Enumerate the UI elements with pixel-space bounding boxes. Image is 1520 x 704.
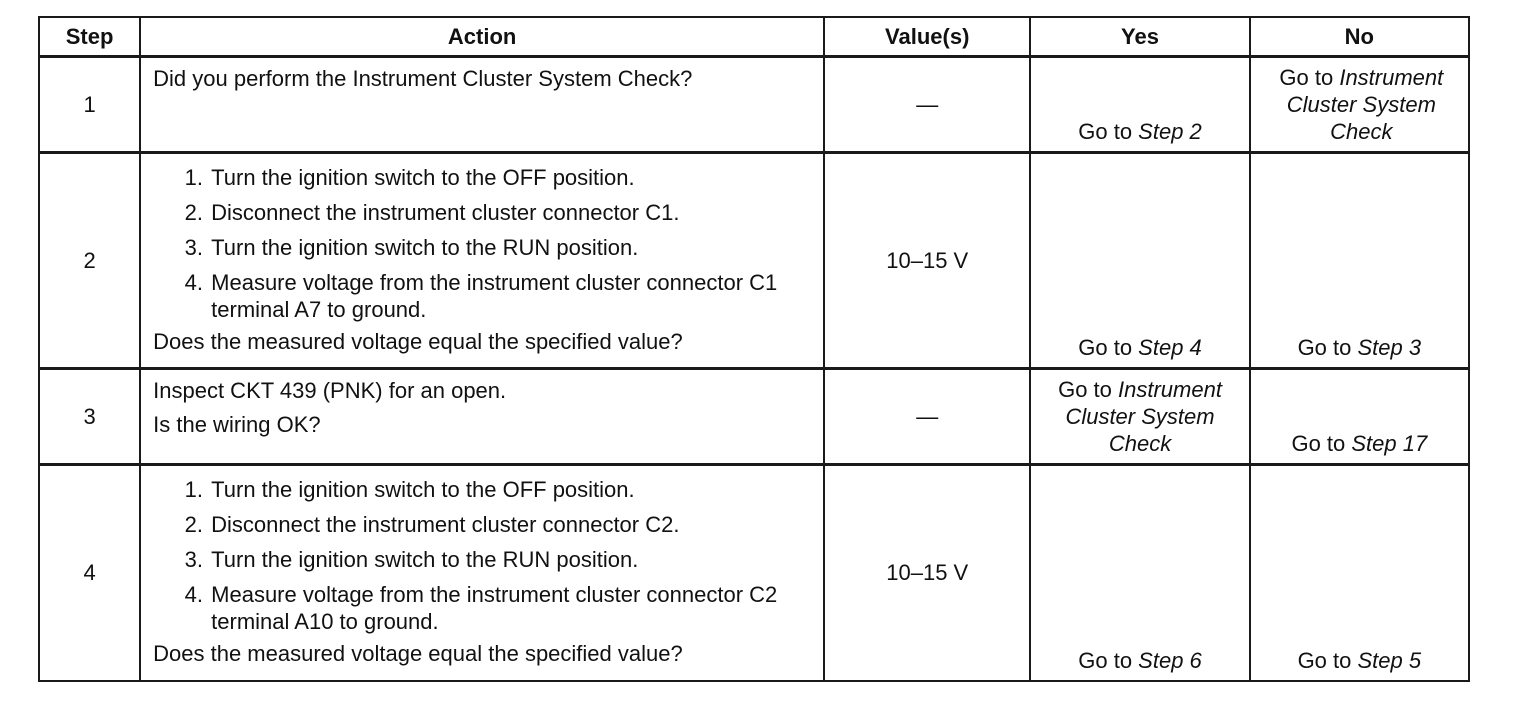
- action-question: Did you perform the Instrument Cluster S…: [153, 66, 693, 91]
- step-number: 3: [37, 367, 142, 466]
- no-cell: Go to Instrument Cluster System Check: [1248, 55, 1471, 154]
- yes-target-link[interactable]: Instrument Cluster System Check: [1065, 377, 1222, 456]
- no-target-link[interactable]: Step 5: [1357, 647, 1422, 673]
- table-row: 1 Did you perform the Instrument Cluster…: [37, 55, 1471, 154]
- no-prefix: Go to: [1297, 335, 1358, 360]
- action-cell: Turn the ignition switch to the OFF posi…: [139, 463, 826, 682]
- yes-cell: Go to Instrument Cluster System Check: [1029, 367, 1251, 466]
- step-number: 4: [37, 463, 142, 682]
- instruction-item: Turn the ignition switch to the RUN posi…: [209, 546, 815, 573]
- yes-prefix: Go to: [1058, 377, 1119, 402]
- no-prefix: Go to: [1279, 65, 1340, 90]
- value-cell: 10–15 V: [823, 463, 1032, 682]
- header-action: Action: [139, 16, 826, 58]
- instruction-item: Measure voltage from the instrument clus…: [209, 581, 815, 635]
- header-row: Step Action Value(s) Yes No: [37, 16, 1471, 58]
- yes-target-link[interactable]: Step 6: [1138, 647, 1202, 673]
- yes-cell: Go to Step 6: [1029, 463, 1251, 682]
- table-row: 4 Turn the ignition switch to the OFF po…: [37, 463, 1471, 682]
- no-cell: Go to Step 17: [1248, 367, 1471, 466]
- diagnostic-table: Step Action Value(s) Yes No 1 Did you pe…: [37, 16, 1471, 682]
- no-prefix: Go to: [1291, 431, 1352, 456]
- step-number: 2: [37, 151, 142, 370]
- action-question: Does the measured voltage equal the spec…: [153, 641, 683, 666]
- yes-cell: Go to Step 2: [1029, 55, 1251, 154]
- header-step: Step: [37, 16, 142, 58]
- yes-prefix: Go to: [1078, 119, 1139, 144]
- header-yes: Yes: [1029, 16, 1251, 58]
- no-prefix: Go to: [1297, 647, 1358, 673]
- instruction-list: Turn the ignition switch to the OFF posi…: [153, 476, 815, 635]
- instruction-item: Turn the ignition switch to the OFF posi…: [209, 476, 815, 503]
- table-row: 3 Inspect CKT 439 (PNK) for an open. Is …: [37, 367, 1471, 466]
- yes-prefix: Go to: [1078, 647, 1139, 673]
- yes-target-link[interactable]: Step 4: [1138, 335, 1202, 360]
- action-cell: Did you perform the Instrument Cluster S…: [139, 55, 826, 154]
- action-question: Does the measured voltage equal the spec…: [153, 329, 683, 354]
- instruction-item: Measure voltage from the instrument clus…: [209, 269, 815, 323]
- yes-target-link[interactable]: Step 2: [1138, 119, 1202, 144]
- action-line: Inspect CKT 439 (PNK) for an open.: [153, 378, 507, 403]
- no-target-link[interactable]: Instrument Cluster System Check: [1286, 65, 1444, 144]
- table-row: 2 Turn the ignition switch to the OFF po…: [37, 151, 1471, 370]
- instruction-list: Turn the ignition switch to the OFF posi…: [153, 164, 815, 323]
- action-cell: Inspect CKT 439 (PNK) for an open. Is th…: [139, 367, 826, 466]
- yes-cell: Go to Step 4: [1029, 151, 1251, 370]
- instruction-item: Disconnect the instrument cluster connec…: [209, 199, 815, 226]
- instruction-item: Turn the ignition switch to the RUN posi…: [209, 234, 815, 261]
- value-cell: 10–15 V: [823, 151, 1032, 370]
- action-cell: Turn the ignition switch to the OFF posi…: [139, 151, 826, 370]
- header-values: Value(s): [823, 16, 1032, 58]
- header-no: No: [1248, 16, 1471, 58]
- no-target-link[interactable]: Step 3: [1357, 335, 1422, 360]
- no-target-link[interactable]: Step 17: [1351, 431, 1428, 456]
- yes-prefix: Go to: [1078, 335, 1139, 360]
- action-question: Is the wiring OK?: [153, 412, 321, 437]
- value-cell: —: [823, 367, 1032, 466]
- no-cell: Go to Step 3: [1248, 151, 1471, 370]
- step-number: 1: [37, 55, 142, 154]
- instruction-item: Disconnect the instrument cluster connec…: [209, 511, 815, 538]
- no-cell: Go to Step 5: [1248, 463, 1471, 682]
- value-cell: —: [823, 55, 1032, 154]
- instruction-item: Turn the ignition switch to the OFF posi…: [209, 164, 815, 191]
